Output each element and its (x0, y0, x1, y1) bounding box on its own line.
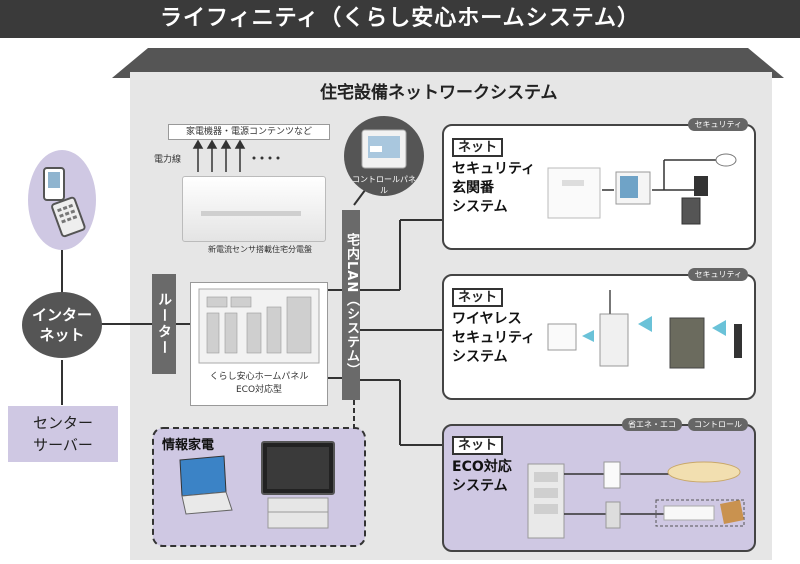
system-name-line: ECO対応 (452, 459, 512, 475)
system-badge-control: コントロール (688, 418, 748, 431)
router-bar: ルーター (152, 274, 176, 374)
control-panel-icon (361, 129, 407, 169)
system-badge-eco: 省エネ・エコ (622, 418, 682, 431)
system-box-wireless: セキュリティ ネット ワイヤレス セキュリティ システム (442, 268, 756, 400)
appliances-label: 家電機器・電源コンテンツなど (168, 124, 330, 140)
info-appliances-label: 情報家電 (162, 438, 215, 453)
system-name-line: システム (452, 349, 508, 365)
power-line-label: 電力線 (154, 155, 182, 165)
center-server: センター サーバー (8, 406, 118, 462)
distribution-board (182, 176, 326, 242)
lan-bar: 宅内LAN（システム） (342, 210, 360, 400)
system-name-line: 玄関番 (452, 180, 494, 196)
network-system-title: 住宅設備ネットワークシステム (320, 83, 558, 103)
net-tag: ネット (452, 436, 504, 455)
wireless-devices (547, 290, 742, 369)
net-tag: ネット (452, 288, 504, 307)
page-title: ライフィニティ（くらし安心ホームシステム） (0, 0, 800, 38)
system-badge: セキュリティ (688, 118, 748, 131)
television-icon (261, 441, 335, 529)
system-badge: セキュリティ (688, 268, 748, 281)
internet-node: インター ネット (22, 292, 102, 358)
home-panel: くらし安心ホームパネル ECO対応型 (190, 282, 328, 406)
control-panel-label: コントロールパネル (352, 175, 416, 195)
net-tag: ネット (452, 138, 504, 157)
system-name-line: セキュリティ (452, 161, 536, 177)
home-panel-label-1: くらし安心ホームパネル (209, 372, 309, 382)
system-name-line: ワイヤレス (452, 311, 522, 327)
eco-devices (527, 461, 745, 539)
center-server-label-2: サーバー (33, 436, 93, 454)
mobile-phone-icon (43, 167, 86, 238)
house-roof (112, 48, 784, 78)
power-arrows (192, 140, 280, 172)
system-box-eco: 省エネ・エコ コントロール ネット ECO対応 システム (442, 418, 756, 552)
system-name-line: システム (452, 478, 508, 494)
internet-label-1: インター (31, 306, 92, 324)
internet-label-2: ネット (39, 326, 85, 344)
system-name-line: セキュリティ (452, 330, 536, 346)
entrance-devices (547, 153, 737, 225)
home-panel-label-2: ECO対応型 (235, 385, 283, 395)
system-box-entrance: セキュリティ ネット セキュリティ 玄関番 システム (442, 118, 756, 250)
system-name-line: システム (452, 199, 508, 215)
laptop-icon (179, 455, 233, 515)
home-panel-device (198, 288, 320, 364)
sensor-board-label: 新電流センサ搭載住宅分電盤 (208, 245, 312, 254)
center-server-label-1: センター (32, 414, 93, 432)
